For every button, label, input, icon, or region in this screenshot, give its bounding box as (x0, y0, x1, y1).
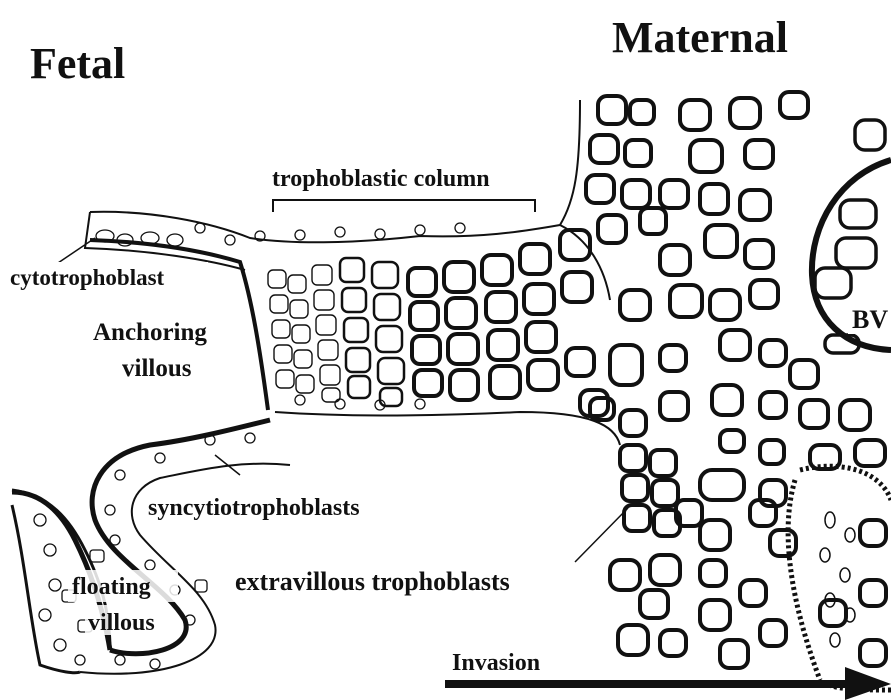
extravillous-trophoblast-cells (620, 445, 702, 536)
villous-lower-border (275, 412, 620, 445)
blood-vessel-label: BV (852, 305, 888, 334)
anchoring-villous-label-line1: Anchoring (93, 319, 207, 346)
cytotrophoblast-label: cytotrophoblast (10, 265, 165, 290)
floating-villous-label-line2: villous (88, 610, 155, 636)
syncytiotrophoblasts-label: syncytiotrophoblasts (148, 495, 360, 521)
trophoblastic-column-bracket (273, 200, 535, 212)
cytotrophoblast-leader (55, 238, 95, 265)
trophoblastic-column-label: trophoblastic column (272, 166, 490, 192)
column-cells-thin (268, 265, 340, 402)
column-cells-thick (408, 230, 608, 416)
anchoring-villous-label-line2: villous (122, 355, 192, 382)
maternal-label: Maternal (612, 13, 788, 62)
maternal-cells (586, 92, 886, 668)
fetal-label: Fetal (30, 39, 125, 88)
extravillous-trophoblasts-label: extravillous trophoblasts (235, 567, 510, 596)
invasion-arrow-head (845, 667, 891, 700)
invasion-label: Invasion (452, 650, 540, 676)
floating-villous-label-line1: floating (72, 574, 151, 600)
extravillous-leader (575, 508, 628, 562)
column-cells-medium (340, 258, 404, 406)
